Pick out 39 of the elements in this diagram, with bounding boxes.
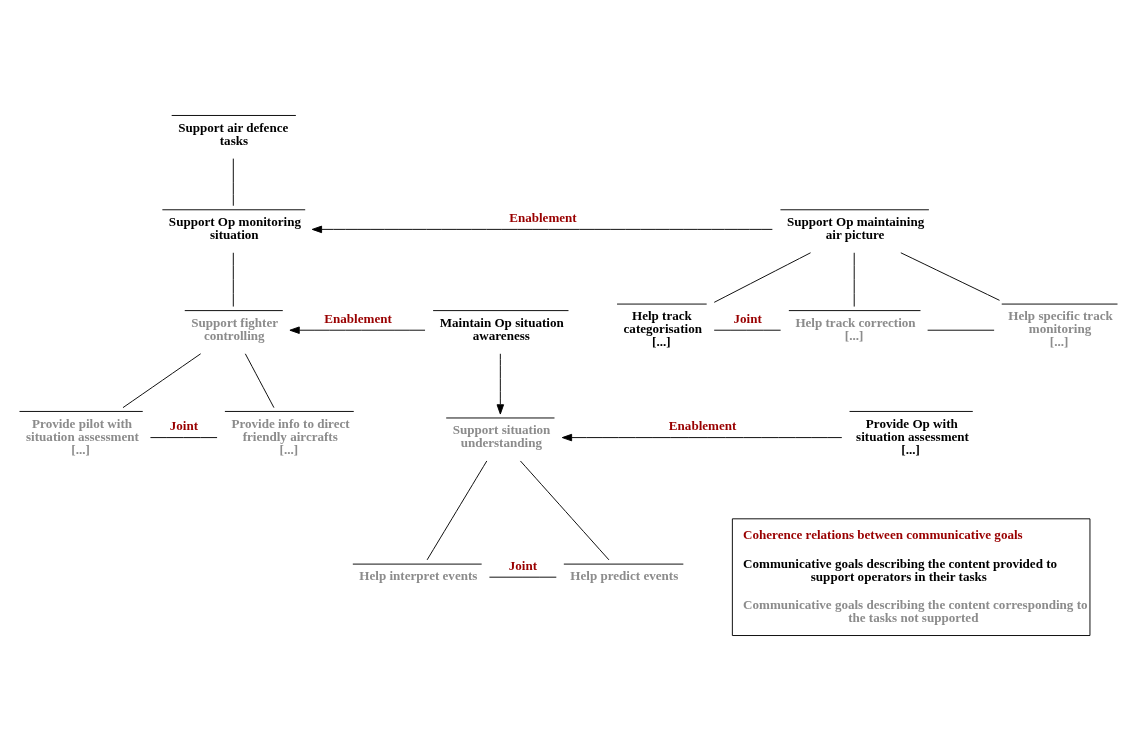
legend-label: Coherence relations between communicative goals bbox=[743, 527, 1023, 543]
node-text: Support Op maintaining air picture bbox=[786, 213, 925, 242]
node-text: Provide info to direct friendly aircrafts [...] bbox=[231, 415, 350, 457]
arrow bbox=[311, 225, 773, 234]
connector bbox=[150, 437, 218, 439]
connector bbox=[426, 460, 488, 561]
connector bbox=[232, 158, 234, 207]
node-text: Help specific track monitoring [...] bbox=[1008, 308, 1113, 350]
connector bbox=[713, 329, 782, 331]
connector bbox=[927, 329, 995, 331]
node-text: Help track correction [...] bbox=[795, 314, 916, 343]
node-text: Help interpret events bbox=[359, 568, 478, 584]
connector bbox=[900, 252, 1000, 301]
edge-label: Joint bbox=[508, 557, 538, 573]
legend-label: Communicative goals describing the content corresponding to the tasks not supported bbox=[743, 597, 1088, 626]
edge-label: Enablement bbox=[668, 418, 737, 434]
arrow bbox=[496, 353, 505, 415]
edge-label: Enablement bbox=[509, 210, 577, 226]
node-text: Support fighter controlling bbox=[191, 314, 279, 343]
arrow bbox=[289, 326, 426, 334]
node-text: Provide Op with situation assessment [...] bbox=[856, 415, 969, 457]
edge-label: Joint bbox=[169, 418, 199, 434]
connector bbox=[713, 252, 812, 303]
node-text: Support air defence tasks bbox=[178, 119, 289, 148]
node-text: Help track categorisation [...] bbox=[623, 308, 702, 350]
connector bbox=[519, 460, 610, 561]
node-text: Support Op monitoring situation bbox=[168, 213, 301, 242]
legend-label: Communicative goals describing the content provided to support operators in their tasks bbox=[743, 556, 1058, 585]
connector bbox=[244, 353, 275, 409]
connector bbox=[853, 252, 855, 308]
node-text: Support situation understanding bbox=[452, 422, 551, 451]
connector bbox=[232, 252, 234, 308]
node-text: Provide pilot with situation assessment [...] bbox=[26, 415, 139, 457]
edge-label: Enablement bbox=[324, 310, 392, 326]
arrow bbox=[561, 433, 843, 442]
edge-label: Joint bbox=[733, 310, 762, 326]
node-text: Help predict events bbox=[570, 568, 679, 584]
node-text: Maintain Op situation awareness bbox=[439, 314, 564, 343]
connector bbox=[122, 353, 202, 409]
